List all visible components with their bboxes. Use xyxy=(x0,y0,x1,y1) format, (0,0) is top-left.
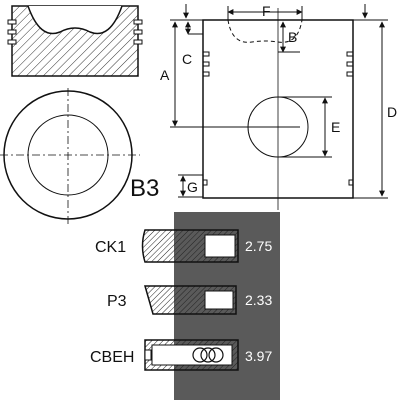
dim-label-f: F xyxy=(262,3,271,19)
ring-name-2: P3 xyxy=(107,293,127,310)
dim-label-g: G xyxy=(187,179,198,195)
dim-label-c: C xyxy=(182,51,192,67)
dim-label-a: A xyxy=(160,67,170,83)
ring-values: 2.75 2.33 3.97 xyxy=(245,238,272,364)
ring-name-1: CK1 xyxy=(95,239,126,256)
ring-profile-p3 xyxy=(144,285,237,315)
ring-value-2: 2.33 xyxy=(245,292,272,308)
dimension-labels: F B C A E D G xyxy=(160,3,397,195)
ring-value-3: 3.97 xyxy=(245,348,272,364)
ring-grooves-left xyxy=(7,19,17,45)
dimension-lines xyxy=(170,4,388,199)
dim-label-b: B xyxy=(288,29,297,45)
dim-label-e: E xyxy=(331,119,340,135)
crown-section-view xyxy=(7,5,143,77)
ring-profile-cbeh xyxy=(144,339,239,371)
piston-side-view xyxy=(170,8,354,210)
expander-coil-icon xyxy=(192,347,224,363)
ring-profile-ck1 xyxy=(141,229,239,263)
piston-top-view xyxy=(0,88,140,225)
ring-grooves-right xyxy=(133,19,143,45)
side-grooves-left xyxy=(203,51,210,186)
dim-label-d: D xyxy=(387,104,397,120)
view-label: B3 xyxy=(130,175,159,202)
side-grooves-right xyxy=(346,51,353,186)
ring-names: CK1 P3 CBEH xyxy=(90,239,134,366)
ring-name-3: CBEH xyxy=(90,349,134,366)
ring-value-1: 2.75 xyxy=(245,238,272,254)
